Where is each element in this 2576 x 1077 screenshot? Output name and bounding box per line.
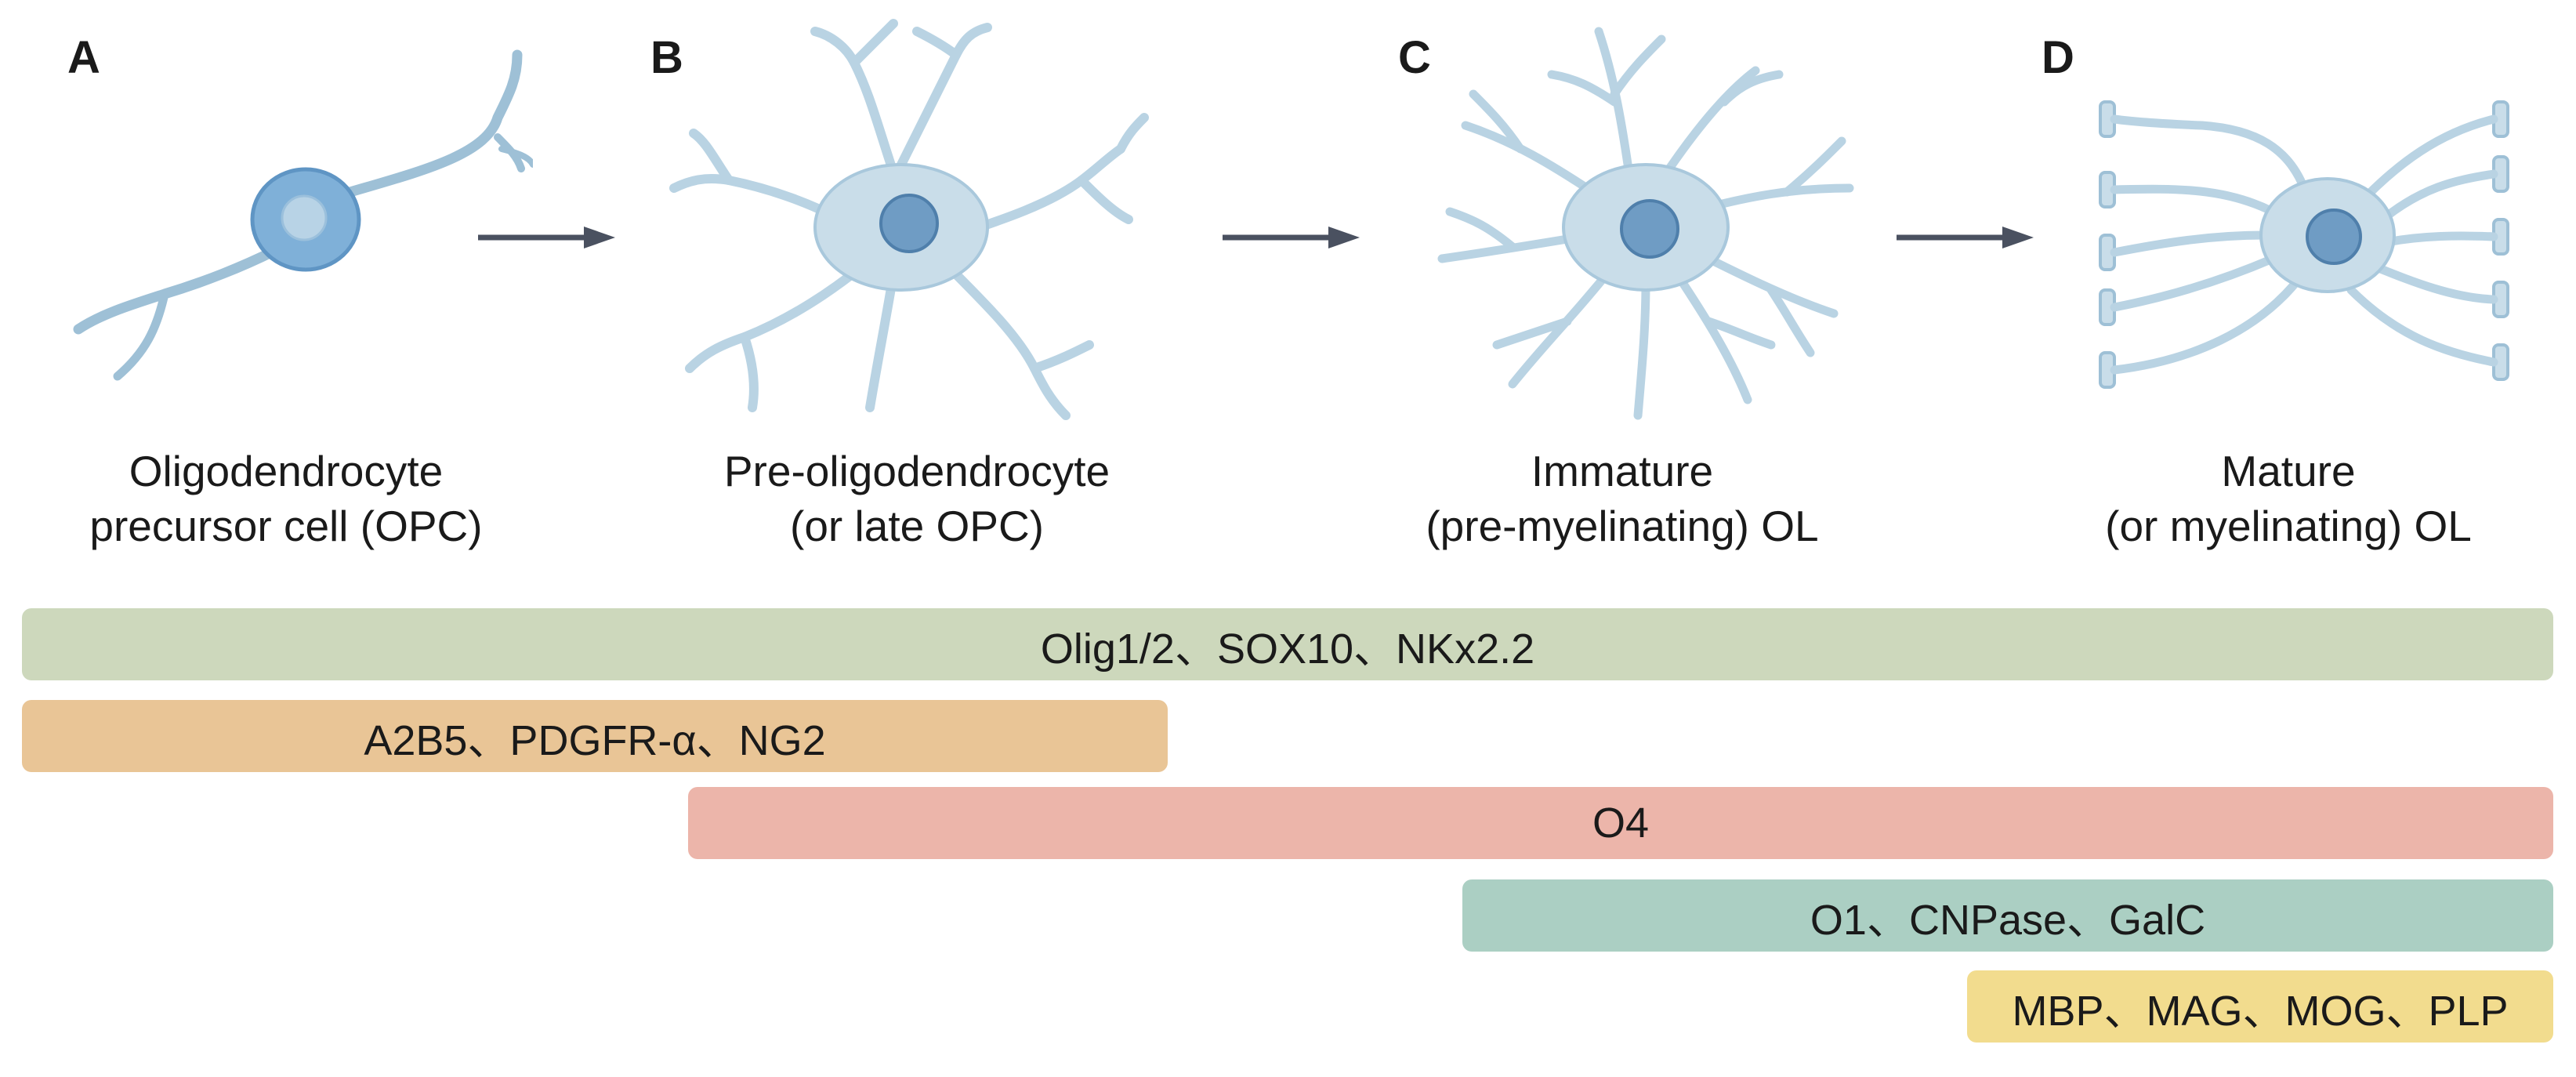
stage-caption-a-line2: precursor cell (OPC)	[89, 502, 483, 550]
stage-caption-a-line1: Oligodendrocyte	[129, 447, 444, 495]
marker-bar-label: Olig1/2、SOX10、NKx2.2	[1040, 625, 1535, 673]
immature-ol-illustration	[1437, 27, 1854, 420]
marker-bar-label: O1、CNPase、GalC	[1810, 896, 2206, 944]
mature-ol-illustration	[2099, 100, 2509, 389]
stage-caption-a: Oligodendrocyte precursor cell (OPC)	[4, 444, 568, 553]
arrow-b-to-c	[1223, 227, 1360, 248]
arrow-a-to-b	[478, 227, 615, 248]
marker-bar-a2b5-pdgfra-ng2: A2B5、PDGFR-α、NG2	[22, 700, 1168, 772]
stage-caption-d-line1: Mature	[2221, 447, 2356, 495]
stage-caption-d-line2: (or myelinating) OL	[2105, 502, 2472, 550]
stage-caption-d: Mature (or myelinating) OL	[2006, 444, 2571, 553]
marker-bar-o4: O4	[688, 787, 2553, 859]
marker-bar-olig-sox10-nkx22: Olig1/2、SOX10、NKx2.2	[22, 608, 2553, 680]
panel-label-c: C	[1398, 32, 1431, 83]
marker-bar-label: A2B5、PDGFR-α、NG2	[364, 716, 826, 764]
arrow-c-to-d	[1897, 227, 2034, 248]
stage-caption-c: Immature (pre-myelinating) OL	[1340, 444, 1904, 553]
marker-bar-o1-cnpase-galc: O1、CNPase、GalC	[1462, 879, 2553, 952]
panel-label-a: A	[67, 32, 100, 83]
stage-caption-b: Pre-oligodendrocyte (or late OPC)	[635, 444, 1199, 553]
stage-caption-b-line2: (or late OPC)	[790, 502, 1044, 550]
pre-oligodendrocyte-illustration	[669, 19, 1149, 420]
panel-label-b: B	[650, 32, 683, 83]
marker-bar-label: O4	[1592, 800, 1650, 847]
opc-cell-illustration	[73, 49, 533, 381]
marker-bar-mbp-mag-mog-plp: MBP、MAG、MOG、PLP	[1967, 970, 2553, 1043]
panel-label-d: D	[2042, 32, 2074, 83]
stage-caption-b-line1: Pre-oligodendrocyte	[723, 447, 1110, 495]
stage-caption-c-line2: (pre-myelinating) OL	[1426, 502, 1819, 550]
stage-caption-c-line1: Immature	[1531, 447, 1714, 495]
marker-bar-label: MBP、MAG、MOG、PLP	[2012, 987, 2509, 1035]
